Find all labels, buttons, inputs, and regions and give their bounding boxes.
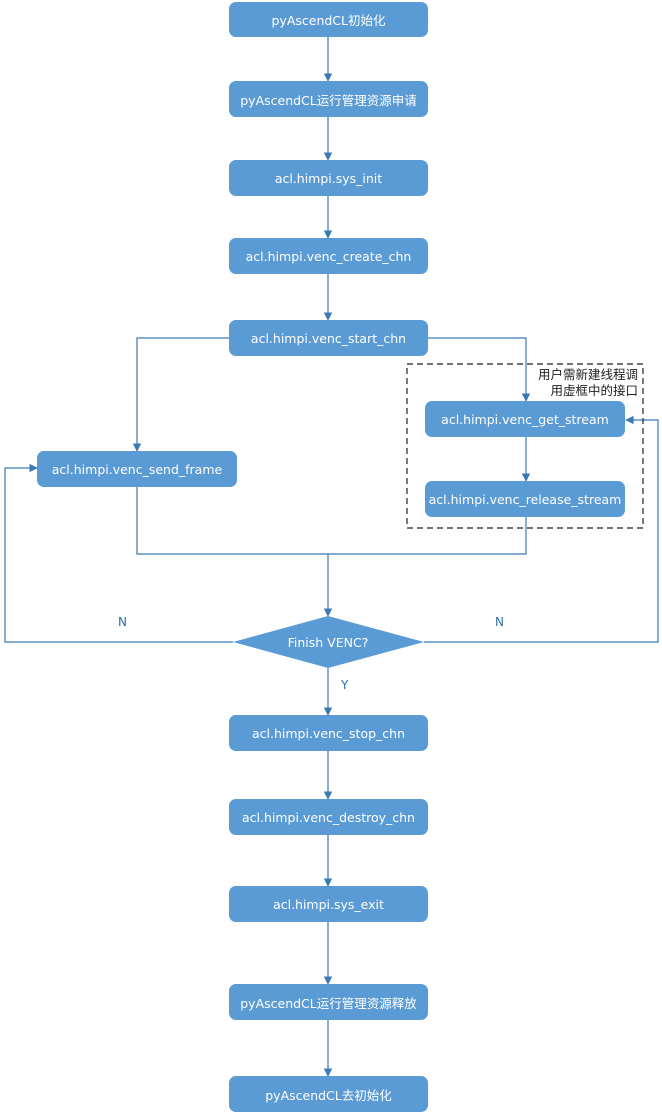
step-release-stream: acl.himpi.venc_release_stream (425, 481, 625, 517)
label-no-left: N (118, 615, 127, 629)
merge-line-left (136, 487, 328, 555)
step-deinit: pyAscendCL去初始化 (229, 1076, 428, 1112)
step-create-chn: acl.himpi.venc_create_chn (229, 238, 428, 274)
step-sys-init: acl.himpi.sys_init (229, 160, 428, 196)
merge-line-right (328, 517, 527, 555)
label-no-right: N (495, 615, 504, 629)
arrow-start-to-getstream (427, 337, 531, 402)
step-resource-release: pyAscendCL运行管理资源释放 (229, 984, 428, 1020)
loop-no-left (4, 463, 233, 643)
arrow-start-to-sendframe (132, 337, 229, 452)
step-send-frame: acl.himpi.venc_send_frame (37, 451, 237, 487)
thread-note: 用户需新建线程调 用虚框中的接口 (520, 367, 638, 399)
step-resource-request: pyAscendCL运行管理资源申请 (229, 81, 428, 117)
step-destroy-chn: acl.himpi.venc_destroy_chn (229, 799, 428, 835)
step-start-chn: acl.himpi.venc_start_chn (229, 320, 428, 356)
thread-note-line2: 用虚框中的接口 (550, 383, 638, 398)
step-stop-chn: acl.himpi.venc_stop_chn (229, 715, 428, 751)
step-sys-exit: acl.himpi.sys_exit (229, 886, 428, 922)
decision-diamond (233, 616, 424, 668)
step-init: pyAscendCL初始化 (229, 2, 428, 37)
thread-note-line1: 用户需新建线程调 (537, 367, 638, 382)
decision-label: Finish VENC? (287, 634, 369, 650)
loop-no-right (424, 415, 659, 643)
label-yes: Y (341, 678, 349, 692)
step-get-stream: acl.himpi.venc_get_stream (425, 401, 625, 437)
